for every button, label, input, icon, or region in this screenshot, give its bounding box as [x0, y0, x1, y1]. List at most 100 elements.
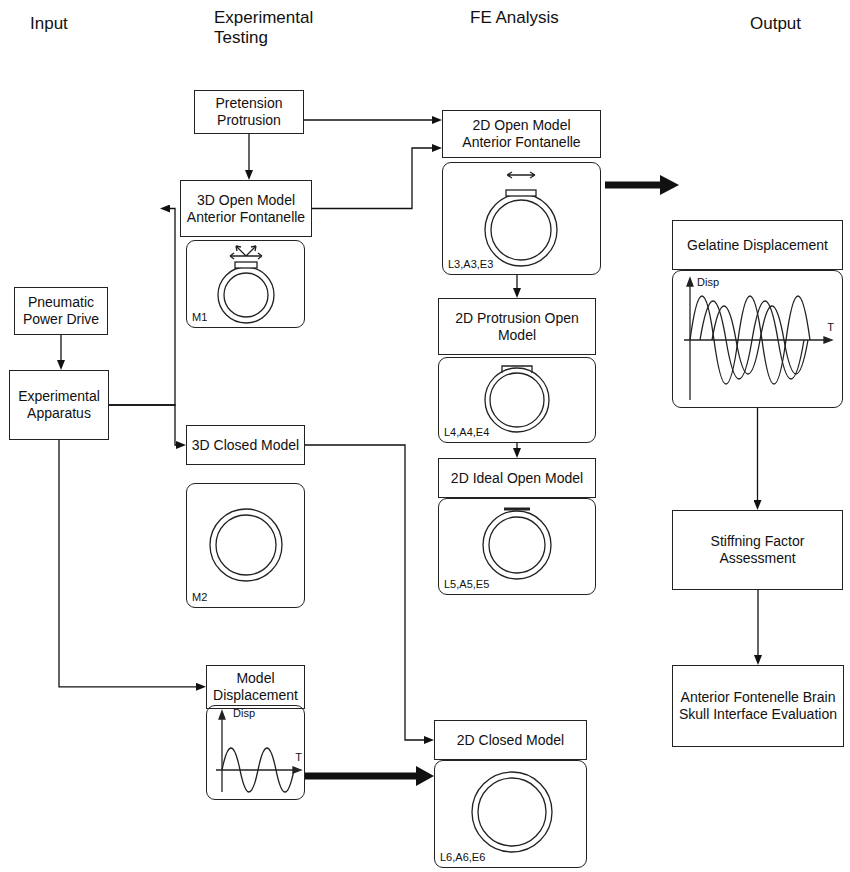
displacement-plot-model [216, 711, 301, 792]
panel-label: L6,A6,E6 [440, 851, 485, 864]
skull-ring-protrusion-2d [485, 368, 549, 432]
skull-ring-ideal-2d [483, 509, 551, 579]
displacement-plot-model [216, 769, 296, 770]
process-box: Pretension Protrusion [194, 90, 304, 134]
axis-label: T [295, 751, 302, 764]
axis-label: T [827, 321, 834, 334]
skull-ring-ideal-2d [483, 511, 551, 579]
axis-label: Disp [697, 276, 719, 289]
displacement-plot-gelatine [700, 301, 804, 379]
image-panel: L4,A4,E4 [438, 357, 596, 443]
box-label: 2D Open Model Anterior Fontanelle [447, 117, 596, 151]
process-box: 2D Protrusion Open Model [438, 298, 596, 355]
connector-arrow [304, 119, 432, 120]
process-box: Model Displacement [206, 665, 305, 709]
box-label: Pneumatic Power Drive [19, 294, 103, 328]
box-text-wrap: 2D Ideal Open Model [443, 470, 591, 487]
column-heading: Input [30, 14, 110, 34]
skull-ring-closed-2d [472, 772, 552, 852]
displacement-plot-gelatine [690, 296, 810, 384]
skull-ring-closed-2d [478, 778, 546, 846]
skull-ring-protrusion-2d [490, 373, 544, 427]
box-label: 3D Open Model Anterior Fontanelle [185, 192, 307, 226]
connector-arrow [757, 590, 758, 655]
connector-arrow [516, 275, 517, 288]
output-block-arrow [605, 175, 679, 195]
panel-label: M1 [192, 311, 207, 324]
displacement-plot-gelatine [684, 339, 826, 340]
column-heading: Output [750, 14, 840, 34]
process-box: Gelatine Displacement [672, 220, 843, 270]
displacement-plot-model [219, 711, 225, 719]
skull-ring-closed-2d [472, 772, 552, 852]
panel-label: L3,A3,E3 [448, 258, 493, 271]
box-text-wrap: 3D Open Model Anterior Fontanelle [185, 192, 307, 226]
displacement-plot-model [222, 748, 294, 792]
skull-ring-open-3d [224, 273, 268, 317]
process-box: Pneumatic Power Drive [14, 287, 108, 335]
box-label: Gelatine Displacement [677, 237, 838, 254]
box-label: Stiffning Factor Assessment [677, 533, 838, 567]
displacement-plot-gelatine [824, 337, 832, 343]
skull-ring-open-2d [491, 200, 551, 260]
box-text-wrap: 2D Protrusion Open Model [443, 310, 591, 344]
displacement-plot-gelatine [689, 284, 690, 400]
box-label: 2D Closed Model [439, 732, 582, 749]
skull-ring-ideal-2d [489, 517, 545, 573]
process-box: Experimental Apparatus [9, 370, 109, 440]
image-panel: DispT [206, 705, 305, 800]
displacement-plot-gelatine [684, 278, 832, 400]
connector-arrow [109, 209, 175, 406]
skull-ring-open-3d [230, 246, 262, 259]
process-box: 2D Closed Model [434, 720, 587, 760]
image-panel: L6,A6,E6 [434, 760, 587, 868]
box-label: Pretension Protrusion [199, 95, 299, 129]
image-panel: M2 [186, 483, 305, 608]
box-text-wrap: Experimental Apparatus [14, 388, 104, 422]
displacement-plot-model [221, 716, 222, 792]
box-text-wrap: 2D Open Model Anterior Fontanelle [447, 117, 596, 151]
image-panel: M1 [186, 240, 305, 328]
panel-label: M2 [192, 591, 207, 604]
process-box: 2D Open Model Anterior Fontanelle [442, 110, 601, 158]
skull-ring-open-3d [218, 246, 274, 323]
connector-arrow [109, 405, 176, 445]
output-block-arrow [605, 182, 661, 189]
skull-ring-open-3d [230, 246, 262, 256]
skull-ring-open-2d [485, 172, 557, 266]
box-text-wrap: 2D Closed Model [439, 732, 582, 749]
skull-ring-ideal-2d [504, 508, 530, 511]
skull-ring-protrusion-2d [502, 366, 532, 373]
box-text-wrap: Model Displacement [211, 670, 300, 704]
box-text-wrap: Stiffning Factor Assessment [677, 533, 838, 567]
connector-arrow [59, 440, 196, 687]
connector-arrow [305, 445, 424, 740]
connector-arrow [248, 134, 249, 170]
skull-ring-open-3d [218, 267, 274, 323]
panel-label: L4,A4,E4 [444, 426, 489, 439]
box-text-wrap: Gelatine Displacement [677, 237, 838, 254]
box-label: Experimental Apparatus [14, 388, 104, 422]
connector-arrow [516, 443, 517, 448]
process-box: Anterior Fontenelle Brain Skull Interfac… [672, 665, 844, 747]
process-box: Stiffning Factor Assessment [672, 510, 843, 590]
box-label: Model Displacement [211, 670, 300, 704]
skull-ring-open-2d [507, 172, 535, 178]
displacement-plot-gelatine [687, 278, 693, 286]
box-text-wrap: Pretension Protrusion [199, 95, 299, 129]
panel-label: L5,A5,E5 [444, 578, 489, 591]
box-text-wrap: Pneumatic Power Drive [19, 294, 103, 328]
skull-ring-protrusion-2d [485, 366, 549, 432]
box-label: 3D Closed Model [191, 437, 300, 454]
box-label: 2D Protrusion Open Model [443, 310, 591, 344]
image-panel: DispT [672, 270, 843, 408]
process-box: 3D Closed Model [186, 425, 305, 465]
connector-arrow [757, 408, 758, 500]
connector-arrow [305, 773, 416, 780]
box-label: Anterior Fontenelle Brain Skull Interfac… [677, 689, 839, 723]
output-block-arrow [660, 175, 679, 195]
displacement-plot-gelatine [712, 306, 808, 374]
image-panel: L5,A5,E5 [438, 498, 596, 595]
connector-arrow [312, 148, 432, 209]
